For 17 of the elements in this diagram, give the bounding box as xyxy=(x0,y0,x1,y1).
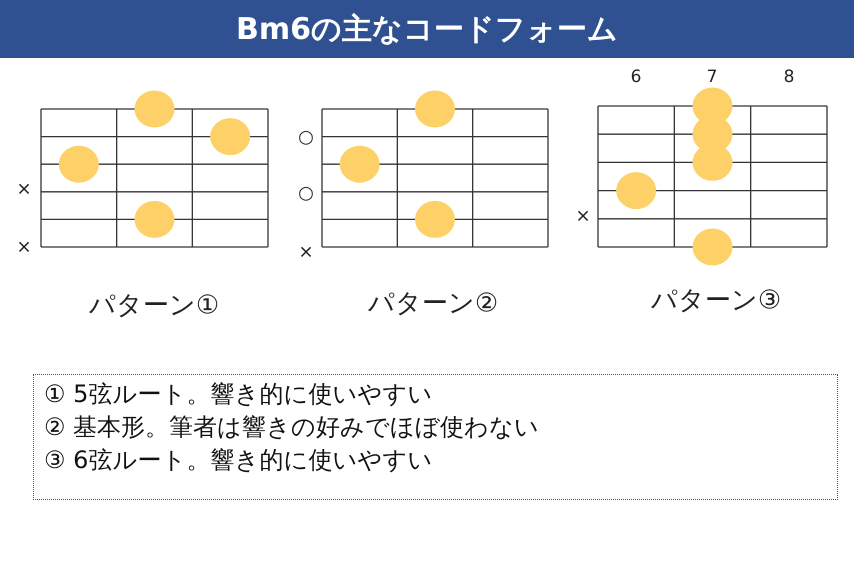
note-text: ② 基本形。筆者は響きの好みでほぼ使わない xyxy=(44,412,540,443)
string-marker: × xyxy=(575,206,591,226)
string-marker: × xyxy=(298,242,314,262)
fret-number: 8 xyxy=(784,67,794,87)
note-text: ③ 6弦ルート。響き的に使いやすい xyxy=(44,445,434,476)
pattern-label: パターン③ xyxy=(650,284,782,318)
string-marker: ○ xyxy=(298,126,314,148)
note-text: ① 5弦ルート。響き的に使いやすい xyxy=(44,379,434,410)
string-marker: ○ xyxy=(298,182,314,204)
string-marker: × xyxy=(16,178,32,200)
fret-number: 7 xyxy=(706,67,718,87)
string-marker: × xyxy=(16,236,32,258)
pattern-label: パターン② xyxy=(368,288,498,320)
note-box xyxy=(33,374,838,500)
pattern-label: パターン① xyxy=(88,290,220,322)
title: Bm6の主なコードフォーム xyxy=(236,10,618,48)
fret-number: 6 xyxy=(630,67,642,87)
